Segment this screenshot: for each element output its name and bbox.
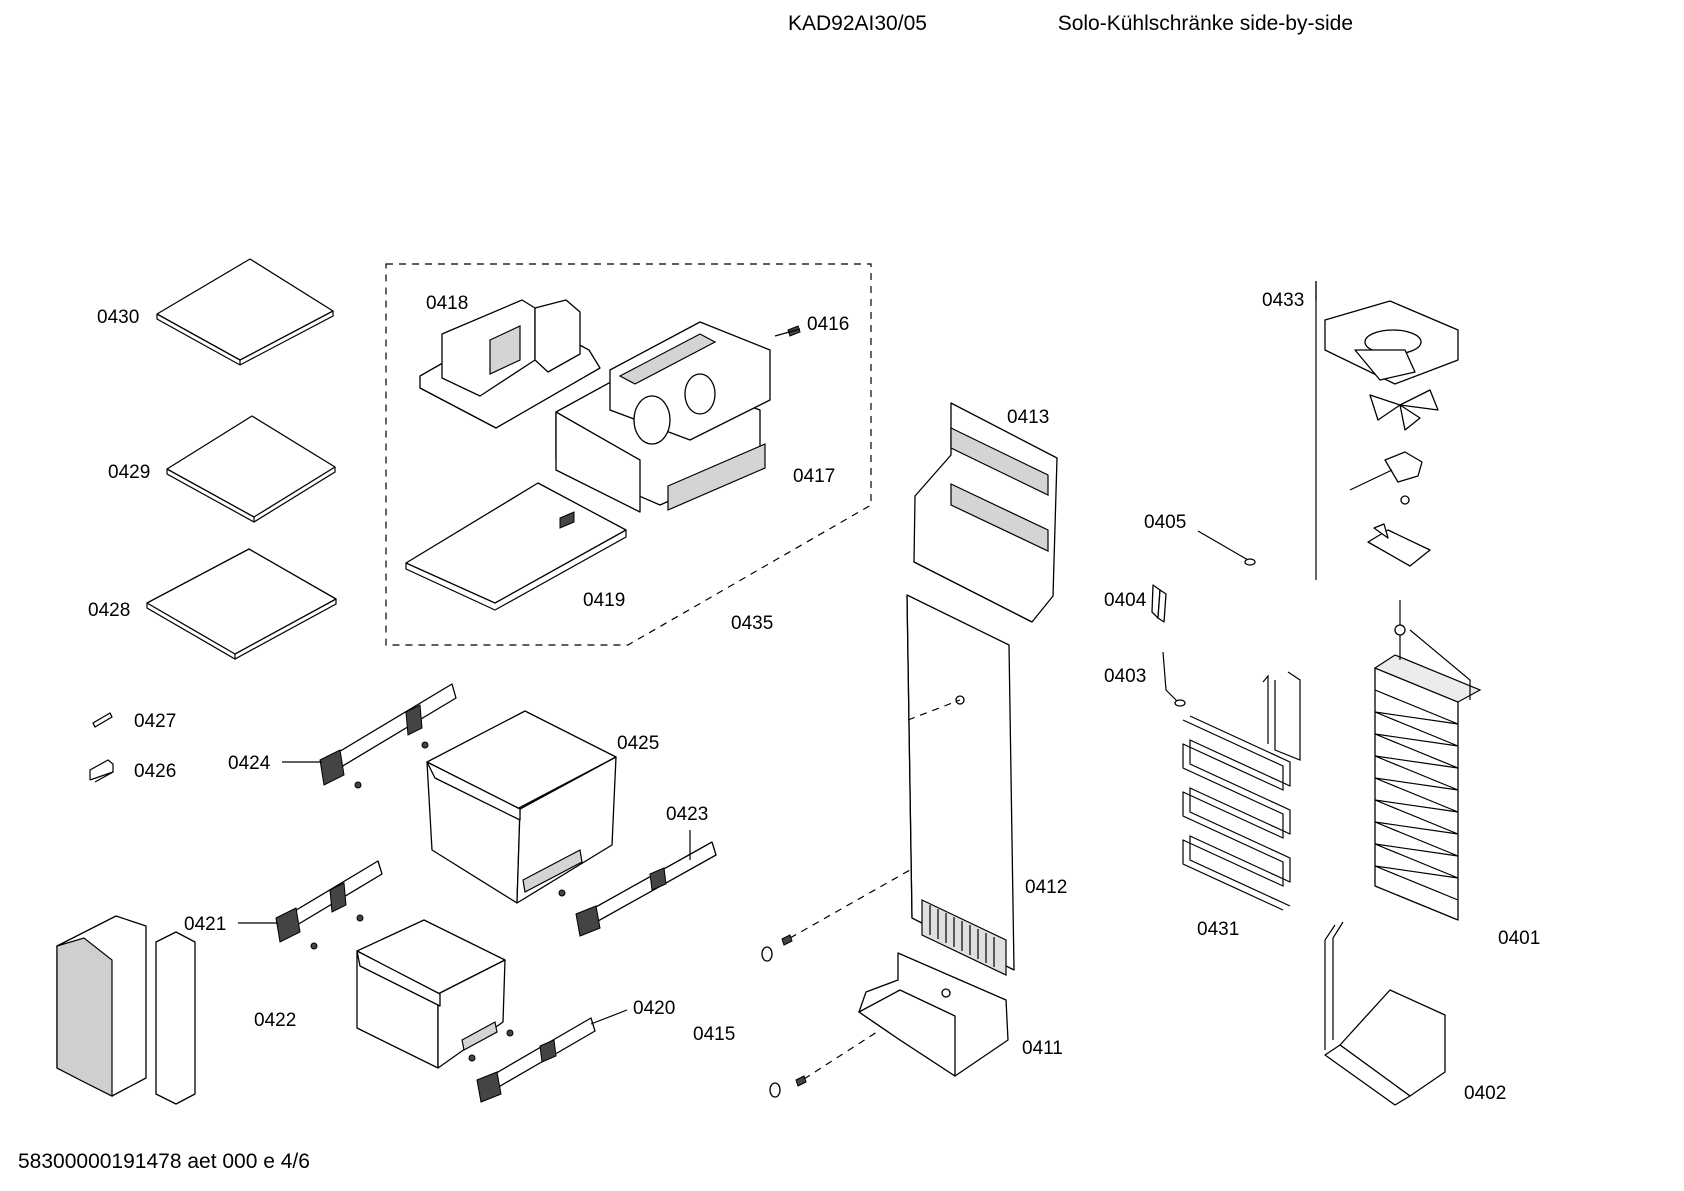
label-0412: 0412 xyxy=(1025,877,1067,898)
label-0425: 0425 xyxy=(617,733,659,754)
clip-0426 xyxy=(89,759,114,783)
label-0431: 0431 xyxy=(1197,919,1239,940)
label-0433: 0433 xyxy=(1262,290,1304,311)
label-0405: 0405 xyxy=(1144,512,1186,533)
fan-bracket-0433 xyxy=(1324,300,1459,385)
fasteners-0415 xyxy=(761,699,961,1098)
appliance-category: Solo-Kühlschränke side-by-side xyxy=(1057,12,1353,35)
tray-0419 xyxy=(405,482,627,611)
tube-0403 xyxy=(1162,651,1186,707)
label-0422: 0422 xyxy=(254,1010,296,1031)
label-0429: 0429 xyxy=(108,462,150,483)
clip-0427 xyxy=(92,712,113,728)
drawer-0422 xyxy=(356,919,506,1069)
vent-grille xyxy=(929,905,995,967)
label-0416: 0416 xyxy=(807,314,849,335)
motor-mount xyxy=(1367,523,1431,567)
label-0418: 0418 xyxy=(426,293,468,314)
shelf-0429 xyxy=(166,415,336,523)
label-0403: 0403 xyxy=(1104,666,1146,687)
label-0402: 0402 xyxy=(1464,1083,1506,1104)
rail-0424 xyxy=(319,683,457,789)
back-panel-0412 xyxy=(906,594,1015,976)
drawer-0425 xyxy=(426,710,617,904)
drip-tray-0402 xyxy=(1324,921,1446,1106)
label-0428: 0428 xyxy=(88,600,130,621)
cover-0413 xyxy=(913,402,1058,623)
label-0411: 0411 xyxy=(1022,1038,1063,1059)
label-0426: 0426 xyxy=(134,761,176,782)
sensor-0405 xyxy=(1197,530,1256,566)
shelf-0428 xyxy=(146,548,337,660)
label-0423: 0423 xyxy=(666,804,708,825)
label-0404: 0404 xyxy=(1104,590,1147,611)
label-0420: 0420 xyxy=(633,998,675,1019)
rail-0423 xyxy=(558,841,717,937)
label-0413: 0413 xyxy=(1007,407,1049,428)
housing-0418 xyxy=(419,299,601,429)
label-0419: 0419 xyxy=(583,590,625,611)
fan-motor xyxy=(1349,451,1423,505)
rail-0421 xyxy=(275,860,383,950)
fan-blade xyxy=(1369,389,1439,431)
ice-maker-0417 xyxy=(555,321,771,513)
leader-lines xyxy=(238,281,1317,1025)
label-0421: 0421 xyxy=(184,914,226,935)
model-number: KAD92AI30/05 xyxy=(788,12,927,35)
clip-0404 xyxy=(1151,584,1167,623)
side-panel-dotted xyxy=(56,915,196,1105)
label-0424: 0424 xyxy=(228,753,271,774)
condenser-0401 xyxy=(1373,600,1482,921)
duct-0411 xyxy=(858,952,1009,1077)
screw-0416 xyxy=(774,325,801,337)
assembly-outline-0435 xyxy=(385,263,872,646)
label-0427: 0427 xyxy=(134,711,176,732)
rail-0420 xyxy=(468,1017,596,1103)
shelf-0430 xyxy=(156,258,334,366)
label-0430: 0430 xyxy=(97,307,139,328)
label-0435: 0435 xyxy=(731,613,773,634)
evaporator-0431 xyxy=(1182,671,1301,911)
label-0417: 0417 xyxy=(793,466,835,487)
label-0401: 0401 xyxy=(1498,928,1540,949)
label-0415: 0415 xyxy=(693,1024,735,1045)
document-code: 58300000191478 aet 000 e 4/6 xyxy=(18,1150,310,1173)
